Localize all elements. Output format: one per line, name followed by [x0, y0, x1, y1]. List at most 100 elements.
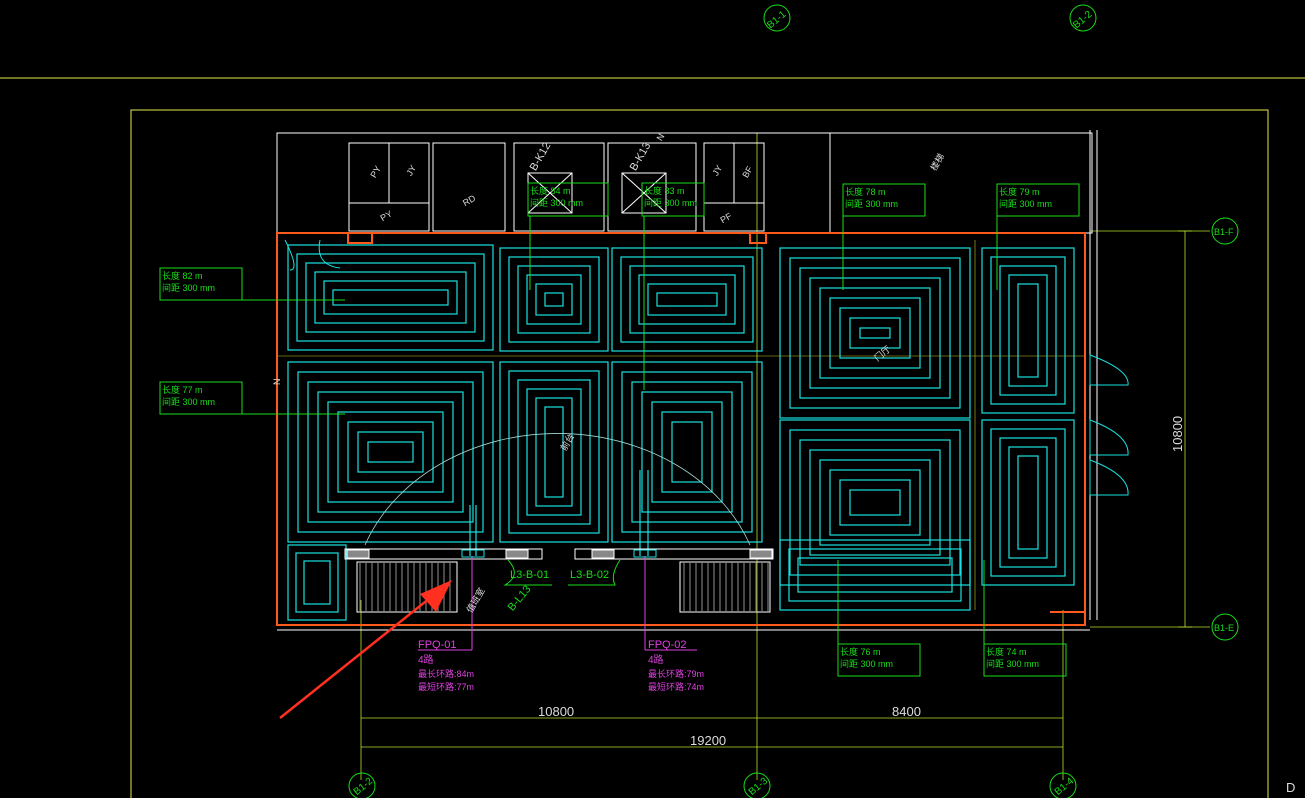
dimension-vertical: 10800: [1170, 416, 1185, 452]
pipe-zone-e-turn: [999, 265, 1057, 396]
pipe-zone-j-turn: [990, 428, 1066, 577]
drawing-frame: [0, 77, 1305, 798]
north-mark: N: [655, 132, 667, 143]
axis-label-right-2: B1-E: [1214, 623, 1234, 633]
manifold-2-shortest: 最短环路:74m: [648, 681, 704, 692]
pipe-zone-f-turn: [357, 431, 424, 473]
manifold-2-id: FPQ-02: [648, 639, 687, 651]
pipe-zone-b-turn: [508, 256, 600, 343]
pipe-zone-c-turn: [611, 247, 763, 352]
pipe-zone-k-turn: [303, 560, 331, 605]
loop-note-spacing: 间距 300 mm: [530, 197, 583, 208]
loop-note-length: 长度 79 m: [999, 186, 1040, 197]
pipe-zone-b-turn: [544, 292, 564, 307]
room-name-stairs: 楼梯: [928, 151, 947, 172]
room-name-duty: 值班室: [464, 586, 487, 615]
loop-note-spacing: 间距 300 mm: [845, 198, 898, 209]
pipe-zone-e-turn: [1008, 274, 1048, 387]
pipe-zone-g-turn: [535, 397, 573, 507]
dimension-total: 19200: [690, 733, 726, 748]
pipe-zone-j-turn: [1017, 455, 1039, 550]
pipe-zone-k-turn: [287, 544, 347, 621]
pipe-zone-i-turn: [809, 449, 941, 556]
loop-note-length: 长度 82 m: [162, 270, 203, 281]
shaft-tag-1: B-K12: [528, 140, 554, 172]
pipe-zone-a-turn: [314, 271, 467, 324]
manifold-2-loops: 4路: [648, 653, 664, 666]
room-tag-py-1: PY: [368, 164, 383, 179]
pipe-zone-h-turn: [671, 421, 703, 483]
pipe-zone-l-turn: [779, 539, 971, 611]
level-mark: N: [272, 379, 282, 386]
pipe-zone-f-turn: [347, 421, 434, 483]
riser-tag-2: L3-B-02: [570, 569, 609, 581]
pipe-zone-i-turn: [789, 429, 961, 576]
corner-mark: D: [1286, 780, 1296, 795]
pipe-zone-l-turn: [797, 557, 953, 593]
pipe-zone-d-turn: [849, 317, 901, 349]
pipe-zone-d-turn: [819, 287, 931, 379]
pipe-zone-a-turn: [287, 244, 494, 351]
pipe-zone-h-turn: [641, 391, 733, 513]
pipe-zone-h-turn: [631, 381, 743, 523]
pipe-zone-j-turn: [981, 419, 1075, 586]
loop-note-boxes: [159, 182, 1080, 677]
pipe-zone-i-turn: [839, 479, 911, 526]
room-tag-jy-2: JY: [710, 163, 724, 177]
manifold-1-longest: 最长环路:84m: [418, 668, 474, 679]
loop-note-spacing: 间距 300 mm: [162, 396, 215, 407]
manifold-1-loops: 4路: [418, 653, 434, 666]
manifold-2-longest: 最长环路:79m: [648, 668, 704, 679]
loop-note-length: 长度 83 m: [644, 185, 685, 196]
pipe-zone-f-turn: [307, 381, 474, 523]
pipe-zone-e-turn: [981, 247, 1075, 414]
manifold-1-shortest: 最短环路:77m: [418, 681, 474, 692]
pipe-zone-e-turn: [1017, 283, 1039, 378]
pipe-zone-j-turn: [1008, 446, 1048, 559]
pipe-zone-i-turn: [849, 489, 901, 516]
pipe-zone-f-turn: [297, 371, 484, 533]
pipe-zone-e-turn: [990, 256, 1066, 405]
room-tag-pf: PF: [719, 211, 734, 226]
pipe-zone-i-turn: [819, 459, 931, 546]
pipe-zone-i-turn: [829, 469, 921, 536]
pipe-zone-l-turn: [788, 548, 962, 602]
riser-tag-3: B-L13: [506, 583, 534, 613]
pipe-zone-f-turn: [337, 411, 444, 493]
axis-bubbles: [348, 4, 1239, 798]
pipe-zone-c-turn: [620, 256, 754, 343]
shaft-tag-2: B-K13: [628, 140, 654, 172]
pipe-zone-h-turn: [651, 401, 723, 503]
loop-note-spacing: 间距 300 mm: [840, 658, 893, 669]
pipe-zone-b-turn: [535, 283, 573, 316]
stair-treads: [359, 563, 769, 611]
loop-note-length: 长度 78 m: [845, 186, 886, 197]
pipe-zone-g-turn: [526, 388, 582, 516]
pipe-zone-a-turn: [296, 253, 485, 342]
pipe-zone-j-turn: [999, 437, 1057, 568]
loop-note-length: 长度 74 m: [986, 646, 1027, 657]
pipe-zone-b-turn: [499, 247, 609, 352]
pipe-zone-a-turn: [305, 262, 476, 333]
pipe-zone-a-turn: [323, 280, 458, 315]
pipe-zone-g-turn: [517, 379, 591, 525]
pipe-zone-h-turn: [611, 361, 763, 543]
pipe-zone-c-turn: [656, 292, 718, 307]
pipe-zone-f-turn: [367, 441, 414, 463]
pipe-zone-d-turn: [809, 277, 941, 389]
loop-note-spacing: 间距 300 mm: [644, 197, 697, 208]
pipe-zone-i-turn: [779, 419, 971, 586]
room-name-lobby: 门厅: [872, 343, 893, 363]
pipe-zone-f-turn: [327, 401, 454, 503]
room-tag-jy-1: JY: [404, 163, 418, 177]
loop-note-length: 长度 77 m: [162, 384, 203, 395]
room-name-front-desk: 前台: [558, 431, 577, 452]
room-tag-bf: BF: [740, 164, 755, 179]
pipe-zone-d-turn: [829, 297, 921, 369]
lower-wall-band: [277, 130, 1129, 631]
pipe-zone-b-turn: [517, 265, 591, 334]
loop-note-spacing: 间距 300 mm: [162, 282, 215, 293]
pipe-zone-h-turn: [661, 411, 713, 493]
loop-note-spacing: 间距 300 mm: [986, 658, 1039, 669]
